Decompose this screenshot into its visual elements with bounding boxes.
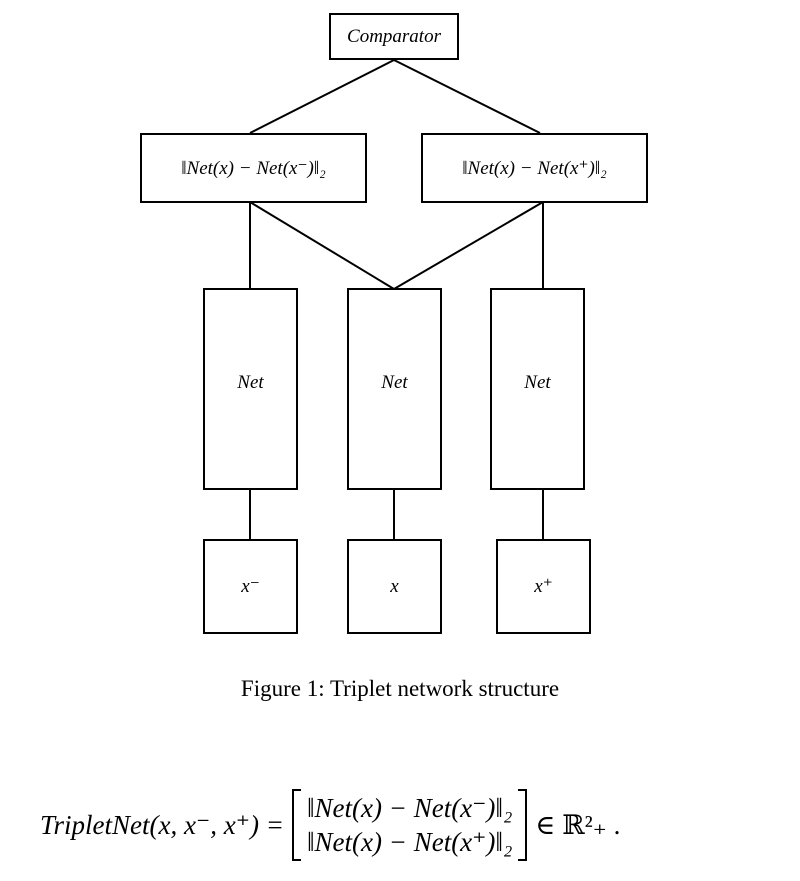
input-negative-node: x⁻ [203,539,298,634]
input-positive-node: x⁺ [496,539,591,634]
wire-comparator-left [249,59,395,134]
comparator-node: Comparator [329,13,459,60]
net-mid-node: Net [347,288,442,490]
matrix-rows: ‖Net(x) − Net(x⁻)‖₂ ‖Net(x) − Net(x⁺)‖₂ [301,789,518,861]
net-right-node: Net [490,288,585,490]
distance-negative-node: ‖Net(x) − Net(x⁻)‖₂ [140,133,367,203]
net-left-label: Net [237,372,264,393]
net-right-label: Net [524,372,551,393]
net-mid-label: Net [381,372,408,393]
triplet-formula: TripletNet(x, x⁻, x⁺) = ‖Net(x) − Net(x⁻… [40,785,620,865]
wire-comparator-right [393,59,541,134]
figure-caption: Figure 1: Triplet network structure [240,676,560,701]
formula-lhs: TripletNet(x, x⁻, x⁺) = [40,809,284,840]
wire-distpos-netmid [393,201,544,290]
net-left-node: Net [203,288,298,490]
input-negative-label: x⁻ [241,576,260,597]
formula-rhs: ∈ ℝ²₊ . [535,809,621,840]
input-anchor-node: x [347,539,442,634]
distance-positive-label: ‖Net(x) − Net(x⁺)‖₂ [462,157,607,179]
distance-negative-label: ‖Net(x) − Net(x⁻)‖₂ [181,157,326,179]
input-anchor-label: x [390,575,399,597]
comparator-label: Comparator [347,25,441,47]
matrix-row-2: ‖Net(x) − Net(x⁺)‖₂ [306,827,513,857]
distance-positive-node: ‖Net(x) − Net(x⁺)‖₂ [421,133,648,203]
formula-matrix: ‖Net(x) − Net(x⁻)‖₂ ‖Net(x) − Net(x⁺)‖₂ [291,789,528,861]
input-positive-label: x⁺ [534,576,553,597]
matrix-row-1: ‖Net(x) − Net(x⁻)‖₂ [306,793,513,823]
matrix-left-bracket [291,789,301,861]
wire-distneg-netmid [249,201,395,290]
matrix-right-bracket [518,789,528,861]
